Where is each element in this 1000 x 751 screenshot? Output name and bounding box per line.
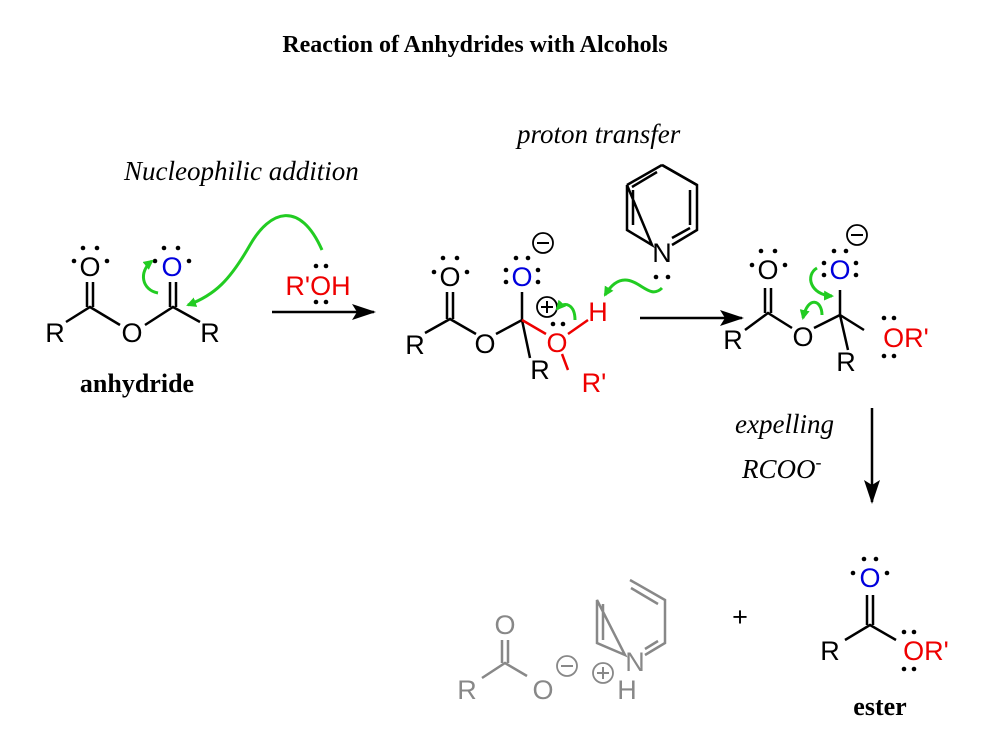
carbonyl-oxygen-blue: O [161, 252, 182, 282]
r-group: R [457, 675, 477, 705]
r-group: R [530, 355, 550, 385]
electron-arrow [142, 259, 159, 295]
alkoxy-group: OR' [883, 323, 929, 353]
electron-arrow [799, 300, 824, 320]
negative-charge-icon [556, 655, 578, 677]
carbonyl-oxygen: O [757, 255, 778, 285]
r-group: R [820, 636, 840, 666]
positive-charge-icon [592, 662, 614, 684]
pyridinium-nitrogen: N [625, 647, 645, 677]
carbonyl-oxygen: O [79, 252, 100, 282]
tetrahedral-intermediate: R O O O R O R' H [405, 232, 608, 398]
lone-pairs [313, 263, 329, 305]
positive-charge-icon [536, 296, 558, 318]
r-group: R [405, 330, 425, 360]
r-group: R [200, 318, 220, 348]
ester-label: ester [853, 692, 906, 721]
r-prime-group: R' [582, 368, 607, 398]
pyridinium-byproduct: N H [592, 578, 667, 705]
intermediate-before-collapse: R O O O R OR' [723, 224, 929, 377]
electron-arrow [809, 266, 834, 301]
electron-arrow [603, 278, 664, 297]
anhydride-label: anhydride [80, 369, 194, 398]
carbonyl-oxygen: O [494, 610, 515, 640]
bridge-oxygen: O [792, 322, 813, 352]
r-group: R [45, 318, 65, 348]
plus-sign: + [732, 602, 748, 632]
carbonyl-oxygen: O [859, 563, 880, 593]
step-label-expelling: expelling [735, 409, 834, 439]
page-title: Reaction of Anhydrides with Alcohols [282, 32, 667, 58]
pyridine-nitrogen: N [652, 238, 672, 268]
r-group: R [836, 347, 856, 377]
step-label-proton-transfer: proton transfer [515, 119, 681, 149]
pyridinium-hydrogen: H [617, 675, 637, 705]
electron-arrow [186, 214, 324, 307]
step-label-nucleophilic-addition: Nucleophilic addition [123, 156, 359, 186]
carboxylate-oxygen: O [532, 675, 553, 705]
anhydride-molecule: O O O R R [45, 214, 324, 348]
bridge-oxygen: O [474, 329, 495, 359]
acidic-hydrogen: H [588, 297, 608, 327]
oxonium-oxygen: O [546, 328, 567, 358]
alcohol-reagent: R'OH [285, 271, 350, 301]
negative-charge-icon [846, 224, 868, 246]
carboxylate-byproduct: R O O [457, 610, 578, 705]
bridge-oxygen: O [121, 318, 142, 348]
alkoxide-oxygen: O [829, 255, 850, 285]
electron-arrow [555, 299, 577, 321]
alkoxide-oxygen: O [511, 262, 532, 292]
r-group: R [723, 325, 743, 355]
pyridine-base: N [603, 163, 699, 297]
lone-pairs [71, 245, 192, 264]
carbonyl-oxygen: O [439, 262, 460, 292]
step-label-leaving-group: RCOO- [741, 452, 822, 484]
negative-charge-icon [532, 232, 554, 254]
ester-product: O R OR' [820, 556, 949, 672]
alkoxy-group: OR' [903, 636, 949, 666]
